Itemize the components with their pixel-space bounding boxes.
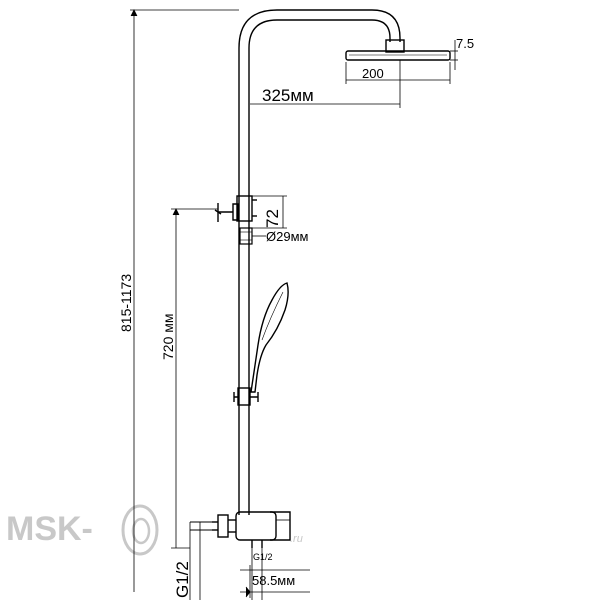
hand-shower bbox=[250, 282, 289, 393]
holder-knob bbox=[217, 203, 239, 222]
label-inlet-thread-left: G1/2 bbox=[173, 561, 192, 598]
mixer-body bbox=[190, 511, 291, 548]
watermark-domain: .ru bbox=[290, 533, 303, 545]
riser-pipe-outer bbox=[238, 9, 401, 515]
label-mixer-height: 720 мм bbox=[160, 314, 176, 361]
holder-clamp bbox=[236, 195, 253, 222]
shower-head-plate bbox=[345, 50, 451, 61]
label-total-height: 815-1173 bbox=[118, 274, 134, 332]
pipe-joint bbox=[239, 227, 253, 245]
watermark: MSK- .ru bbox=[6, 504, 303, 556]
label-arm-reach: 325мм bbox=[262, 86, 314, 105]
shower-outline bbox=[190, 9, 451, 548]
label-head-thickness: 7.5 bbox=[456, 36, 474, 51]
label-holder-offset: 72 bbox=[263, 209, 282, 228]
shower-head-mount bbox=[385, 39, 405, 53]
watermark-brand: MSK- bbox=[6, 510, 93, 548]
label-inlet-thread-bottom: G1/2 bbox=[253, 552, 273, 562]
label-inlet-spacing: 58.5мм bbox=[252, 573, 295, 588]
label-head-diameter: 200 bbox=[362, 66, 384, 81]
watermark-at-logo bbox=[121, 504, 159, 556]
dimension-lines bbox=[130, 9, 458, 600]
slider-holder bbox=[233, 392, 259, 402]
riser-pipe-inner bbox=[248, 19, 391, 515]
label-pipe-diameter: Ø29мм bbox=[266, 229, 309, 244]
